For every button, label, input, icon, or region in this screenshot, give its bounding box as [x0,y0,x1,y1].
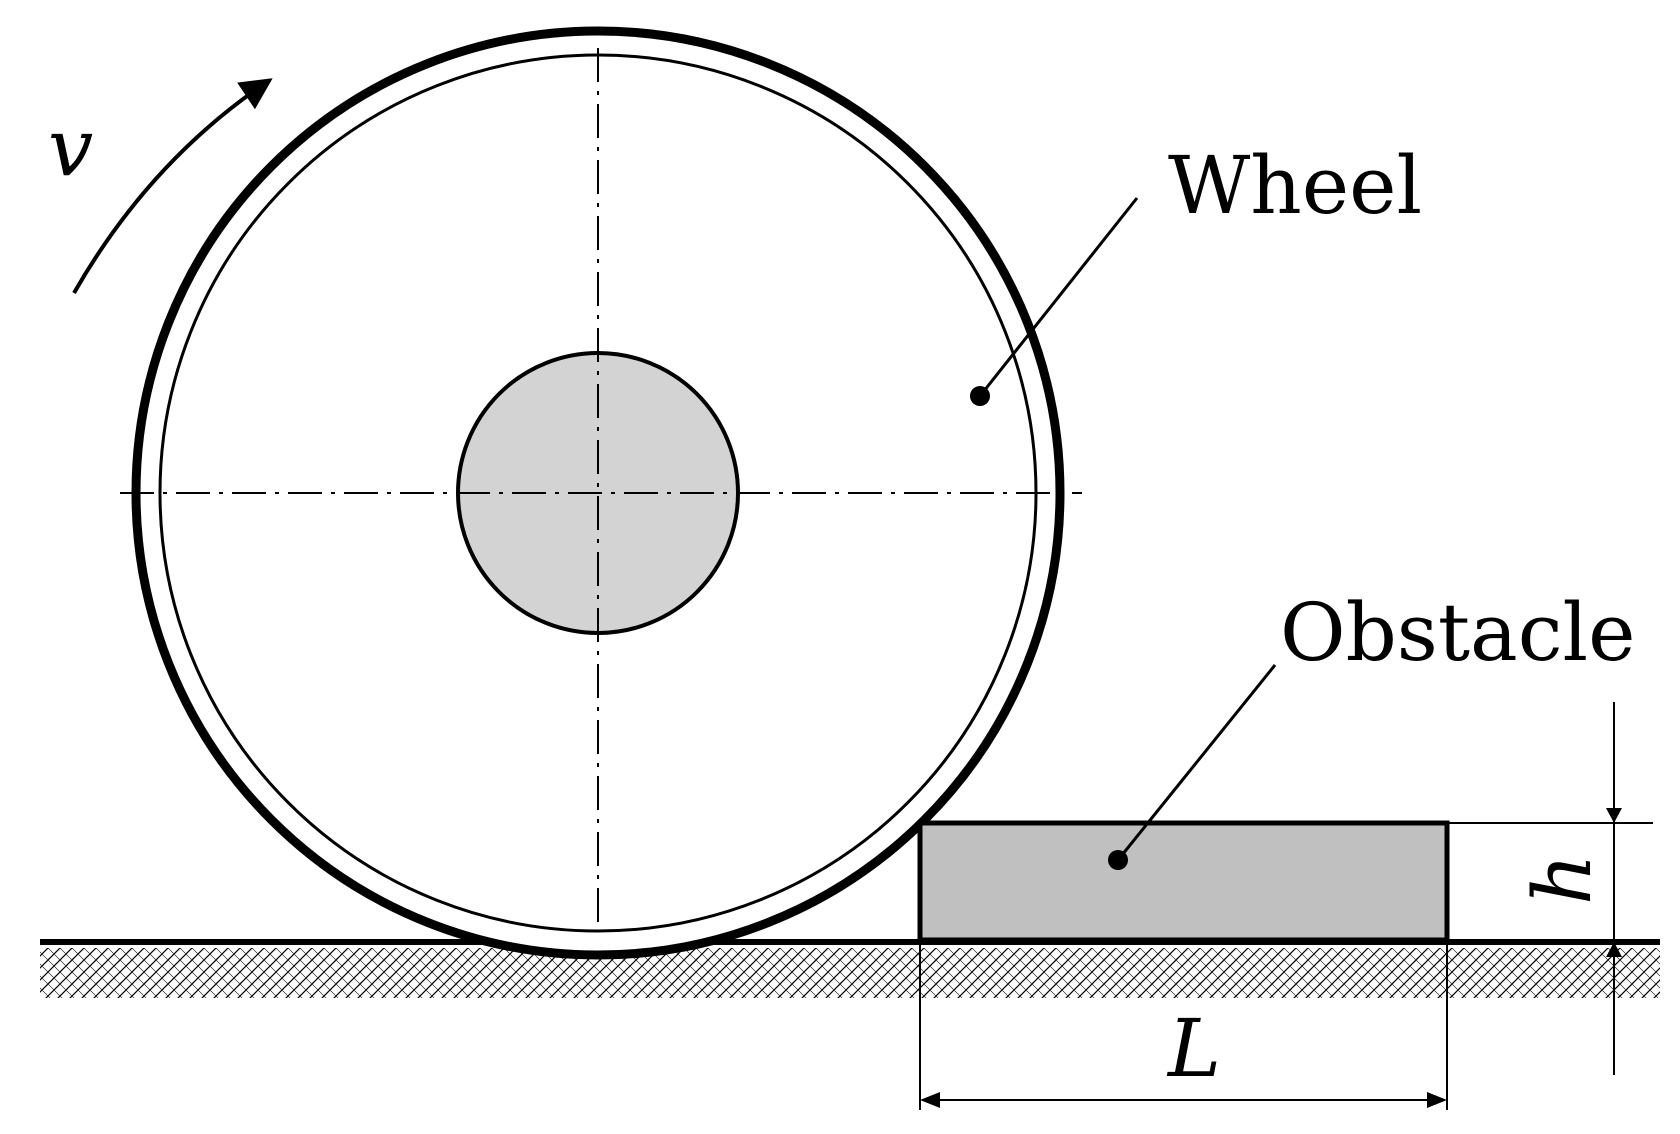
obstacle-leader-dot [1108,850,1128,870]
obstacle-leader-line [1116,664,1277,861]
ground-hatching [40,948,1660,998]
height-arrow-top [1606,808,1622,823]
rotation-arrow [72,78,273,294]
height-label: h [1516,853,1609,905]
height-arrow-bottom [1606,942,1622,957]
wheel-label: Wheel [1168,139,1422,232]
length-arrow-right [1427,1092,1447,1108]
length-arrow-left [920,1092,940,1108]
wheel-leader-line [978,197,1139,397]
wheel-leader-dot [970,386,990,406]
obstacle-block [917,820,1450,943]
length-label: L [1166,1002,1221,1095]
velocity-label: v [48,101,93,194]
obstacle-label: Obstacle [1280,586,1635,679]
